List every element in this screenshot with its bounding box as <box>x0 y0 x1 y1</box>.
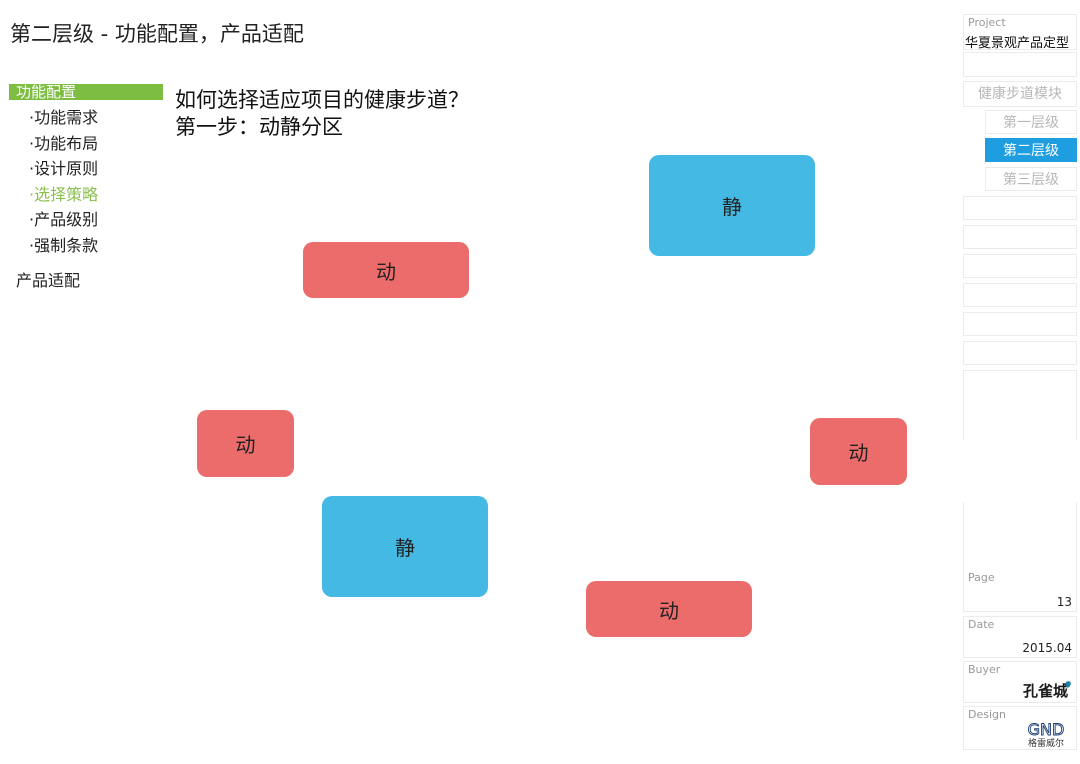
zone-dong: 动 <box>303 242 469 298</box>
blank-box <box>963 312 1077 336</box>
project-value: 华夏景观产品定型 <box>965 36 1070 51</box>
nav-item-mandatory-clauses[interactable]: ·强制条款 <box>29 235 99 255</box>
date-value: 2015.04 <box>1022 641 1072 655</box>
nav-item-design-principles[interactable]: ·设计原则 <box>29 159 99 178</box>
date-box: Date 2015.04 <box>963 616 1077 658</box>
left-nav: 功能配置 ·功能需求 ·功能布局 ·设计原则 ·选择策略 ·产品级别 ·强制条款… <box>9 84 163 291</box>
design-label: Design <box>968 708 1006 721</box>
nav-item-function-layout[interactable]: ·功能布局 <box>29 133 99 153</box>
page-title: 第二层级 - 功能配置，产品适配 <box>10 22 304 46</box>
page-label: Page <box>968 571 995 584</box>
zone-label: 动 <box>659 598 679 623</box>
blank-box <box>963 370 1077 440</box>
project-label: Project <box>968 16 1006 29</box>
level-tab-3[interactable]: 第三层级 <box>985 167 1077 191</box>
peacock-feather-icon <box>1065 681 1071 688</box>
zone-dong: 动 <box>810 418 907 485</box>
design-box: Design GND 格雷威尔 <box>963 706 1077 750</box>
blank-box <box>963 52 1077 77</box>
blank-box <box>963 283 1077 307</box>
buyer-logo: 孔雀城 <box>1023 681 1071 700</box>
zone-label: 动 <box>848 441 869 465</box>
nav-section-product-adaptation[interactable]: 产品适配 <box>16 271 81 290</box>
date-label: Date <box>968 618 995 631</box>
buyer-label: Buyer <box>968 663 1001 676</box>
level-tab-1[interactable]: 第一层级 <box>985 110 1077 134</box>
blank-box <box>963 225 1077 249</box>
zone-dong: 动 <box>586 581 752 637</box>
buyer-box: Buyer 孔雀城 <box>963 661 1077 703</box>
zone-jing: 静 <box>649 155 815 256</box>
module-label[interactable]: 健康步道模块 <box>963 81 1077 107</box>
buyer-logo-text: 孔雀城 <box>1023 682 1068 700</box>
blank-box <box>963 341 1077 365</box>
nav-item-function-needs[interactable]: ·功能需求 <box>29 108 99 127</box>
zone-label: 静 <box>395 536 415 560</box>
design-logo-caption: 格雷威尔 <box>1028 737 1064 748</box>
step-text: 第一步：动静分区 <box>175 115 343 139</box>
page-box: Page 13 <box>963 502 1077 612</box>
zone-label: 动 <box>235 433 256 457</box>
design-logo: GND 格雷威尔 <box>1027 720 1065 748</box>
project-box: Project 华夏景观产品定型 <box>963 14 1077 51</box>
nav-item-selection-strategy[interactable]: ·选择策略 <box>29 184 99 204</box>
page-value: 13 <box>1056 595 1072 609</box>
question-text: 如何选择适应项目的健康步道？ <box>175 88 469 112</box>
question-block: 如何选择适应项目的健康步道？ 第一步：动静分区 <box>175 87 469 141</box>
nav-list: ·功能需求 ·功能布局 ·设计原则 ·选择策略 ·产品级别 ·强制条款 <box>9 106 163 259</box>
design-logo-text: GND <box>1028 720 1065 739</box>
zone-label: 静 <box>722 195 742 219</box>
nav-section-function-config[interactable]: 功能配置 <box>9 84 163 100</box>
zone-label: 动 <box>376 259 396 284</box>
blank-box <box>963 196 1077 220</box>
level-tab-2[interactable]: 第二层级 <box>985 138 1077 162</box>
blank-box <box>963 254 1077 278</box>
nav-item-product-level[interactable]: ·产品级别 <box>29 210 99 229</box>
zone-dong: 动 <box>197 410 294 477</box>
zone-jing: 静 <box>322 496 488 597</box>
